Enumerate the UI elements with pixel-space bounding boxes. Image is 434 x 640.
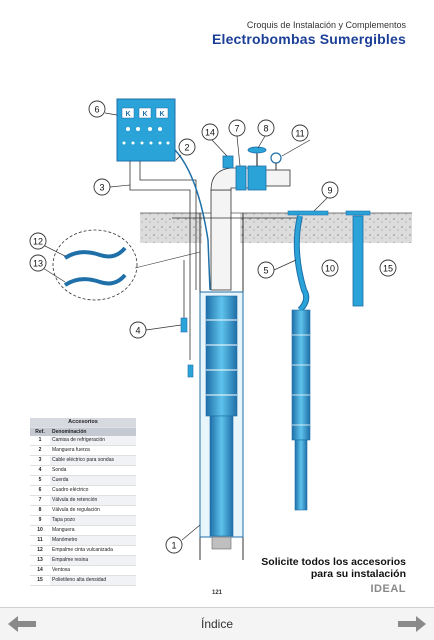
callout-circles [29,100,397,554]
installation-diagram: K K K [29,98,412,560]
row-name: Manguera fuerza [50,445,136,456]
callout-number: 3 [99,183,104,193]
index-link[interactable]: Índice [200,617,234,631]
row-name: Manguera [50,525,136,536]
callout-number: 14 [205,128,215,138]
next-page-button[interactable] [396,614,428,634]
cta-line: Solicite todos los accesorios [261,556,406,568]
row-ref: 1 [30,436,50,446]
column-header-name: Denominación [50,427,136,436]
submersible-pump [199,291,244,550]
callout-number: 4 [135,326,140,336]
callout-number: 7 [234,124,239,134]
control-box-symbol: K [142,111,147,118]
row-name: Polietileno alta densidad [50,575,136,586]
row-ref: 3 [30,455,50,466]
callout-number: 15 [383,264,393,274]
callout-number: 10 [325,264,335,274]
probe [187,364,194,378]
row-ref: 5 [30,475,50,486]
callout-number: 8 [263,124,268,134]
callout-number: 6 [94,105,99,115]
prev-page-button[interactable] [6,614,38,634]
cables [129,149,300,360]
control-box-symbol: K [159,111,164,118]
bottom-navigation-bar: Índice [0,607,434,640]
row-name: Manómetro [50,535,136,546]
brand-logo: IDEAL [370,583,406,595]
row-name: Cuerda [50,475,136,486]
page-number: 121 [211,590,222,596]
page-kicker: Croquis de Instalación y Complementos [246,20,406,30]
row-ref: 15 [30,575,50,586]
row-name: Empalme cinta vulcanizada [50,545,136,556]
row-ref: 14 [30,565,50,576]
row-name: Camisa de refrigeración [50,436,136,446]
row-name: Cuadro eléctrico [50,485,136,496]
polyethylene-pipe [345,210,371,307]
cta-line: para su instalación [310,568,406,580]
well-cap-assembly [287,210,329,511]
row-name: Válvula de retención [50,495,136,506]
row-ref: 11 [30,535,50,546]
accessories-caption: Accesorios [30,418,136,428]
control-box-symbol: K [125,111,130,118]
callout-number: 9 [327,186,332,196]
ground-band [140,212,412,243]
column-header-ref: Ref. [30,427,50,436]
row-ref: 8 [30,505,50,516]
row-ref: 12 [30,545,50,556]
control-box: K K K [116,98,176,162]
row-ref: 4 [30,465,50,476]
row-name: Sonda [50,465,136,476]
document-page: Croquis de Instalación y Complementos El… [29,20,412,596]
call-to-action: Solicite todos los accesorios para su in… [261,556,406,580]
callout-number: 1 [171,541,176,551]
row-name: Cable eléctrico para sondas [50,455,136,466]
row-ref: 10 [30,525,50,536]
row-name: Válvula de regulación [50,505,136,516]
row-ref: 13 [30,555,50,566]
arrow-left-icon [8,616,36,632]
row-ref: 6 [30,485,50,496]
row-name: Empalme resina [50,555,136,566]
callout-number: 5 [263,266,268,276]
callout-number: 12 [33,237,43,247]
page-title: Electrobombas Sumergibles [211,31,406,47]
row-name: Tapa pozo [50,515,136,526]
splice-detail [52,229,201,301]
callout-number: 2 [184,143,189,153]
callout-number: 13 [33,259,43,269]
probe [180,317,188,333]
callout-number: 11 [295,129,304,139]
row-ref: 7 [30,495,50,506]
valve-assembly [222,146,282,191]
arrow-right-icon [398,616,426,632]
row-ref: 9 [30,515,50,526]
row-ref: 2 [30,445,50,456]
row-name: Ventosa [50,565,136,576]
